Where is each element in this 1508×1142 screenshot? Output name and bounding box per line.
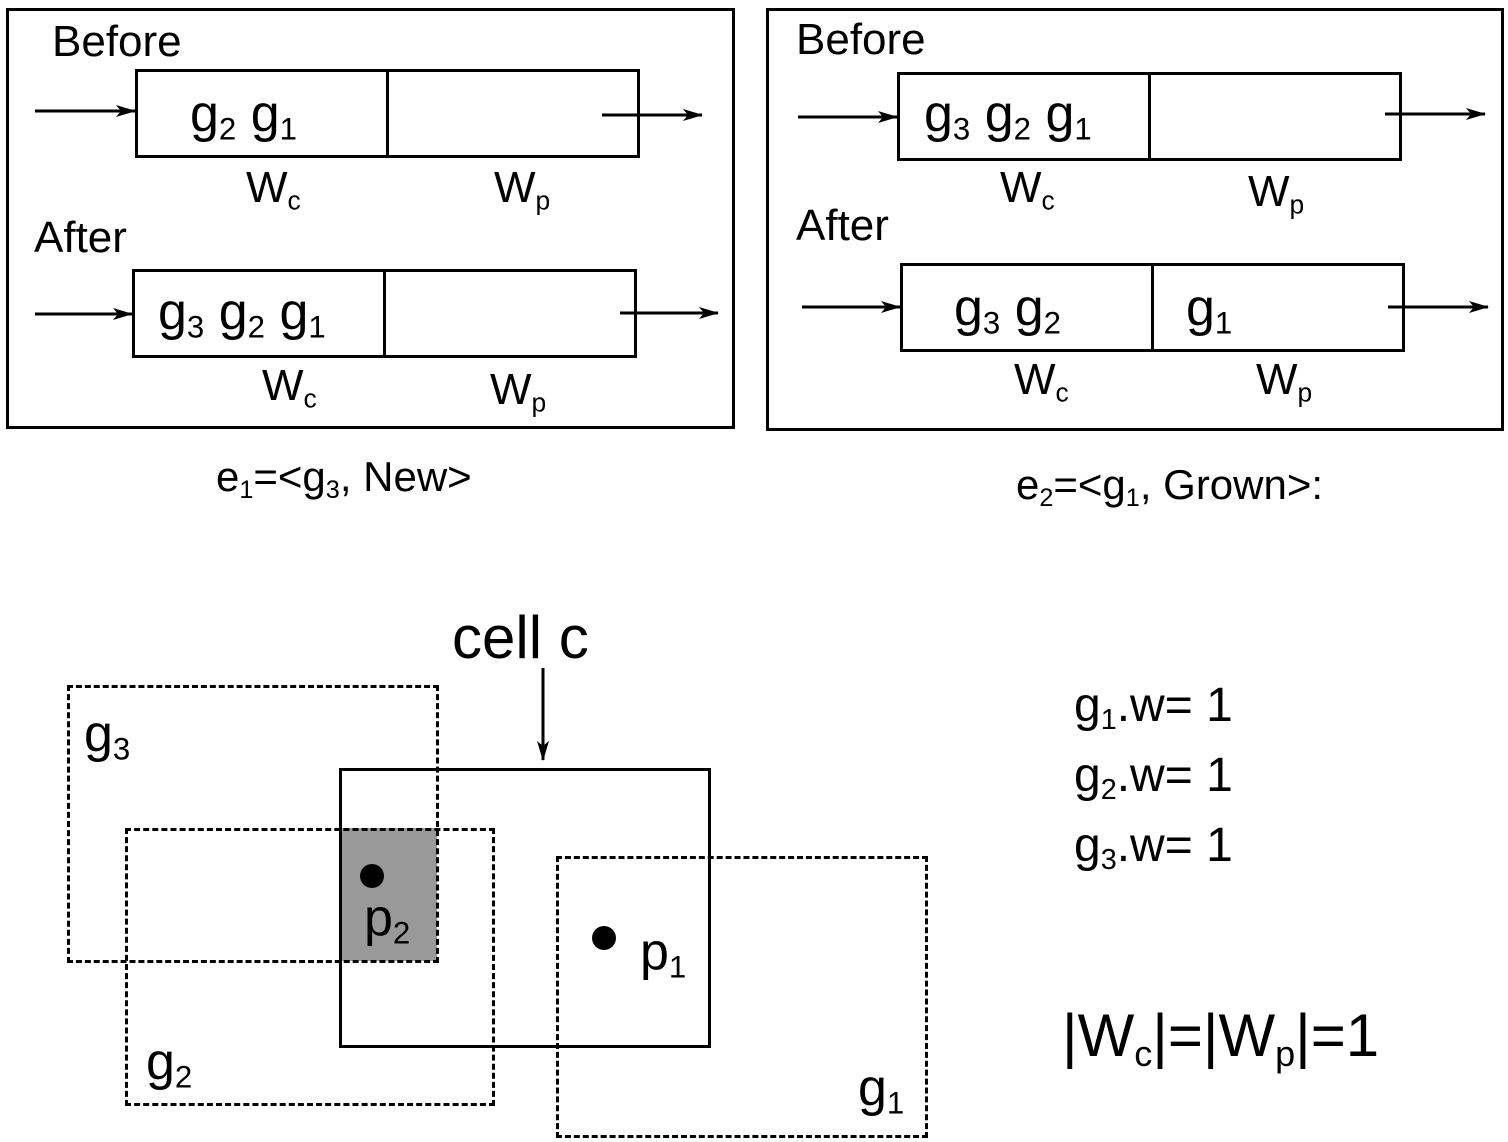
point-p2-dot bbox=[360, 864, 384, 888]
wc-contents-before: g3 g2 g1 bbox=[924, 85, 1092, 147]
point-p1-label: p1 bbox=[640, 923, 687, 985]
weight-g1: g1.w= 1 bbox=[1074, 679, 1233, 737]
point-p1-dot bbox=[592, 926, 616, 950]
wc-label-before: Wc bbox=[246, 163, 301, 216]
event-e2-caption: e2=<g1, Grown>: bbox=[1016, 461, 1324, 513]
wp-contents-after: g1 bbox=[1186, 279, 1233, 341]
group-g3-region bbox=[67, 685, 439, 963]
wc-label-after: Wc bbox=[1014, 355, 1069, 408]
before-label: Before bbox=[796, 15, 926, 64]
wc-contents-before: g2 g1 bbox=[190, 85, 298, 147]
before-label: Before bbox=[52, 17, 182, 66]
after-label: After bbox=[34, 213, 127, 262]
weight-g2: g2.w= 1 bbox=[1074, 749, 1233, 807]
wp-label-after: Wp bbox=[490, 365, 547, 418]
event-e1-caption: e1=<g3, New> bbox=[216, 453, 472, 505]
event-e2-panel bbox=[766, 8, 1504, 431]
group-g2-region bbox=[125, 828, 495, 1106]
overlap-region bbox=[341, 828, 437, 961]
wc-contents-after: g3 g2 g1 bbox=[158, 283, 326, 345]
group-g2-label: g2 bbox=[146, 1033, 193, 1095]
wp-segment-before bbox=[1148, 72, 1402, 161]
event-e1-panel bbox=[6, 8, 735, 429]
group-g1-region bbox=[556, 856, 928, 1138]
group-g3-label: g3 bbox=[84, 705, 131, 767]
wc-label-after: Wc bbox=[262, 361, 317, 414]
wc-contents-after: g3 g2 bbox=[954, 279, 1062, 341]
point-p2-label: p2 bbox=[364, 889, 411, 951]
wp-label-after: Wp bbox=[1256, 355, 1313, 408]
cell-c bbox=[339, 768, 711, 1048]
window-size-formula: |Wc|=|Wp|=1 bbox=[1062, 1002, 1380, 1075]
after-label: After bbox=[796, 201, 889, 250]
wp-label-before: Wp bbox=[494, 163, 551, 216]
wp-label-before: Wp bbox=[1248, 167, 1305, 220]
cell-c-label: cell c bbox=[452, 604, 589, 671]
wc-label-before: Wc bbox=[1000, 163, 1055, 216]
weight-g3: g3.w= 1 bbox=[1074, 819, 1233, 877]
group-g1-label: g1 bbox=[858, 1059, 905, 1121]
